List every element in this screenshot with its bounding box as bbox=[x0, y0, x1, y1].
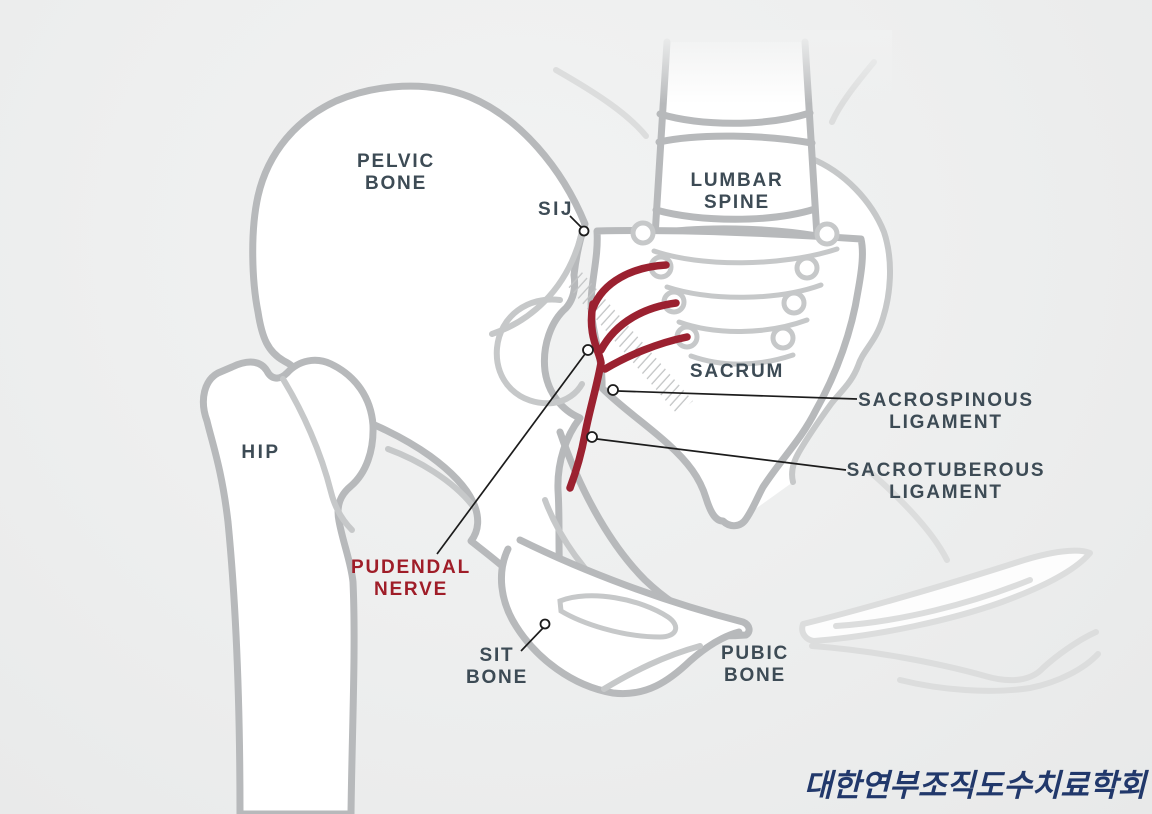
label-pubic-bone: PUBIC BONE bbox=[720, 642, 790, 686]
pelvic-bone-shape bbox=[249, 82, 589, 644]
right-pubic-bone-shape bbox=[799, 547, 1101, 694]
pudendal-nerve-shape bbox=[566, 261, 691, 492]
label-pelvic-bone: PELVIC BONE bbox=[356, 150, 436, 194]
leader-lines bbox=[436, 215, 858, 652]
lumbar-spine-shape bbox=[553, 30, 892, 240]
label-sacrospinous-ligament: SACROSPINOUS LIGAMENT bbox=[858, 389, 1034, 433]
femur-shape bbox=[200, 356, 377, 814]
label-sij: SIJ bbox=[537, 198, 575, 220]
label-pudendal-nerve: PUDENDAL NERVE bbox=[351, 556, 471, 600]
label-sit-bone: SIT BONE bbox=[465, 644, 529, 688]
label-hip: HIP bbox=[241, 441, 281, 463]
label-lumbar-spine: LUMBAR SPINE bbox=[690, 169, 784, 213]
label-sacrum: SACRUM bbox=[689, 360, 785, 382]
label-sacrotuberous-ligament: SACROTUBEROUS LIGAMENT bbox=[846, 459, 1046, 503]
organization-watermark: 대한연부조직도수치료학회 bbox=[803, 768, 1146, 803]
